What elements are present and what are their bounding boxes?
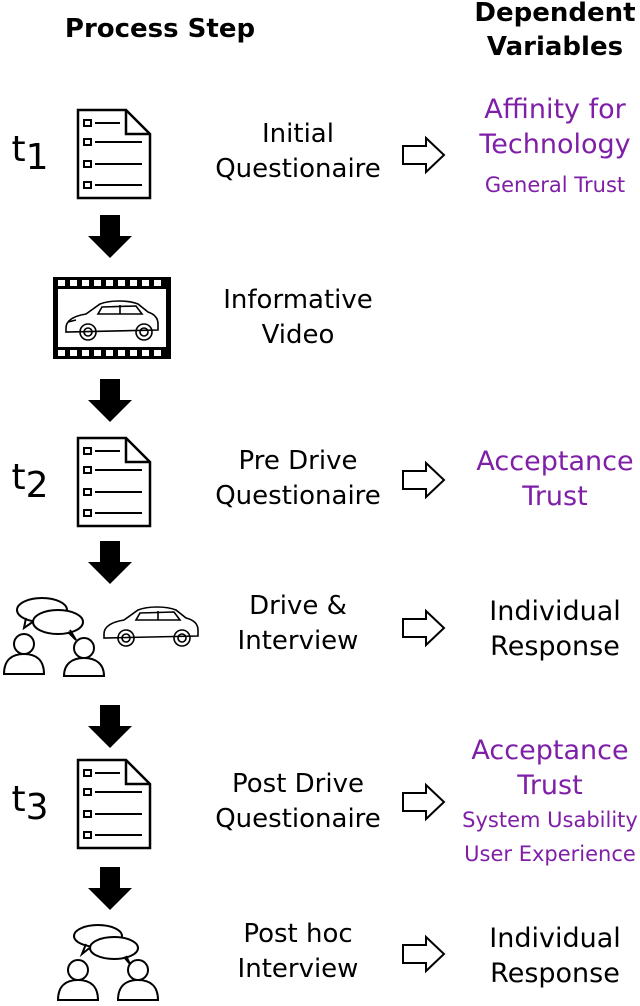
questionnaire-icon	[76, 108, 152, 200]
questionnaire-icon	[76, 758, 152, 850]
time-label-t2: t2	[0, 458, 60, 506]
step-pre-drive-questionnaire: Pre Drive Questionaire	[188, 444, 408, 514]
dependent-pre-drive: Acceptance Trust	[460, 444, 640, 514]
dependent-label: Trust	[517, 770, 583, 801]
dependent-initial: Affinity for Technology General Trust	[460, 92, 640, 202]
dependent-label: Individual	[489, 596, 621, 627]
dependent-label: Individual	[489, 923, 621, 954]
conversation-icon	[56, 924, 160, 1001]
right-arrow-icon	[402, 934, 446, 974]
step-drive-interview: Drive & Interview	[188, 589, 408, 659]
step-label-line1: Drive &	[249, 591, 347, 621]
process-step-header-label: Process Step	[64, 14, 256, 44]
step-label-line1: Pre Drive	[238, 446, 358, 476]
step-label-line1: Initial	[262, 119, 334, 149]
step-label-line1: Informative	[223, 285, 373, 315]
conversation-car-icon	[2, 597, 199, 677]
right-arrow-icon	[402, 782, 446, 822]
down-arrow-icon	[88, 541, 132, 584]
down-arrow-icon	[88, 215, 132, 258]
time-label-t2-base: t	[11, 457, 26, 498]
dependent-drive-interview: Individual Response	[460, 594, 640, 664]
step-label-line1: Post hoc	[243, 919, 353, 949]
dependent-label: Trust	[522, 481, 588, 512]
step-initial-questionnaire: Initial Questionaire	[188, 117, 408, 187]
dependent-label: System Usability	[462, 808, 638, 832]
time-label-t1-sub: 1	[25, 137, 49, 178]
step-post-drive-questionnaire: Post Drive Questionaire	[188, 767, 408, 837]
time-label-t1-base: t	[11, 129, 26, 170]
dependent-label: Response	[490, 631, 620, 662]
dependent-header-line2: Variables	[486, 32, 624, 62]
step-label-line2: Questionaire	[215, 804, 381, 834]
step-label-line2: Questionaire	[215, 154, 381, 184]
down-arrow-icon	[88, 705, 132, 748]
dependent-label: Response	[490, 958, 620, 989]
right-arrow-icon	[402, 460, 446, 500]
dependent-variables-header: Dependent Variables	[455, 0, 640, 64]
down-arrow-icon	[88, 867, 132, 910]
dependent-label: General Trust	[484, 173, 626, 197]
dependent-label: Acceptance	[476, 446, 634, 477]
right-arrow-icon	[402, 608, 446, 648]
time-label-t2-sub: 2	[25, 465, 49, 506]
right-arrow-icon	[402, 135, 446, 175]
step-informative-video: Informative Video	[188, 283, 408, 353]
time-label-t3-sub: 3	[25, 787, 49, 828]
dependent-post-hoc: Individual Response	[460, 921, 640, 991]
step-label-line2: Video	[261, 320, 335, 350]
dependent-header-line1: Dependent	[474, 0, 636, 28]
step-label-line2: Interview	[237, 954, 359, 984]
time-label-t1: t1	[0, 130, 60, 178]
video-film-icon	[53, 277, 171, 359]
dependent-label: Technology	[479, 129, 631, 160]
time-label-t3-base: t	[11, 779, 26, 820]
time-label-t3: t3	[0, 780, 60, 828]
step-label-line2: Interview	[237, 626, 359, 656]
dependent-label: Acceptance	[471, 735, 629, 766]
questionnaire-icon	[76, 436, 152, 528]
down-arrow-icon	[88, 379, 132, 422]
dependent-label: User Experience	[464, 842, 636, 866]
dependent-post-drive: Acceptance Trust System Usability User E…	[455, 733, 640, 871]
step-label-line1: Post Drive	[232, 769, 364, 799]
step-post-hoc-interview: Post hoc Interview	[188, 917, 408, 987]
step-label-line2: Questionaire	[215, 481, 381, 511]
dependent-label: Affinity for	[484, 94, 626, 125]
process-step-header: Process Step	[40, 12, 280, 46]
